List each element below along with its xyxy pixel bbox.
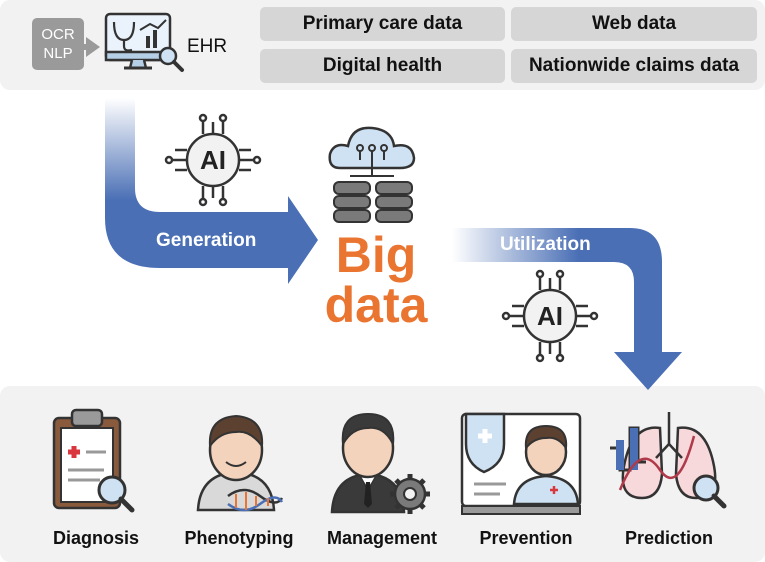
prevention-label: Prevention: [479, 528, 573, 548]
generation-arrow: [105, 98, 318, 284]
ai-label: AI: [537, 301, 563, 331]
manager-gear-icon: [330, 412, 430, 514]
nlp-label: NLP: [43, 45, 73, 62]
diagnosis-label: Diagnosis: [52, 528, 140, 548]
ai-chip-icon: [501, 269, 599, 363]
big-data-line-1: Big: [335, 227, 417, 283]
ocr-nlp-box: OCR NLP: [32, 18, 84, 70]
big-data-label: Big data: [296, 230, 456, 330]
management-label: Management: [326, 528, 438, 548]
ai-label: AI: [200, 145, 226, 175]
lungs-chart-icon: [610, 412, 727, 509]
ai-chip-icon: [164, 113, 262, 207]
person-dna-icon: [196, 414, 284, 512]
utilization-arrow: [452, 228, 682, 390]
primary-care-data-button: Primary care data: [260, 7, 505, 41]
ocr-label: OCR: [41, 26, 75, 43]
clipboard-icon: [52, 408, 135, 513]
phenotyping-label: Phenotyping: [184, 528, 294, 548]
ehr-label: EHR: [187, 36, 228, 57]
nationwide-claims-data-button: Nationwide claims data: [511, 49, 757, 83]
digital-health-button: Digital health: [260, 49, 505, 83]
utilization-label: Utilization: [500, 234, 591, 255]
telemedicine-shield-icon: [460, 412, 582, 515]
big-data-line-2: data: [324, 277, 428, 333]
web-data-button: Web data: [511, 7, 757, 41]
generation-label: Generation: [156, 230, 257, 251]
prediction-label: Prediction: [624, 528, 713, 548]
